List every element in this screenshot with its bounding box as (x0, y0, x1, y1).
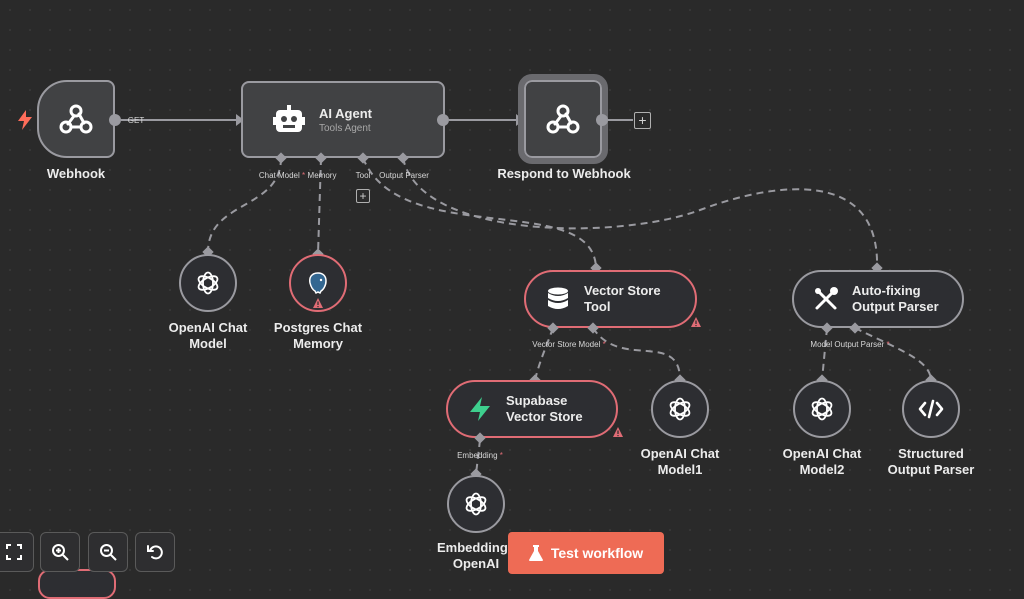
partial-node-offscreen[interactable] (38, 569, 116, 599)
warning-icon (691, 317, 701, 327)
respond-output-handle[interactable] (596, 114, 608, 126)
openai-icon (811, 397, 833, 421)
autofix-line1: Auto-fixing (852, 283, 921, 298)
supabase-line2: Vector Store (506, 409, 583, 424)
webhook-output-handle[interactable] (109, 114, 121, 126)
vector-store-tool-line1: Vector Store (584, 283, 661, 298)
ai-agent-node[interactable]: AI Agent Tools Agent (241, 81, 445, 158)
openai-chat-model-node[interactable] (179, 254, 237, 312)
ai-agent-title: AI Agent (319, 105, 372, 121)
respond-to-webhook-label: Respond to Webhook (497, 166, 631, 181)
embedding-connection-label: Embedding * (457, 451, 503, 460)
respond-to-webhook-node[interactable] (518, 74, 608, 164)
test-workflow-button[interactable]: Test workflow (508, 532, 664, 574)
structured-output-parser-node[interactable] (902, 380, 960, 438)
webhook-node[interactable] (37, 80, 115, 158)
webhook-icon (546, 104, 580, 134)
model-output-parser-connection-label: Model Output Parser * (810, 340, 890, 349)
zoom-out-icon (100, 544, 117, 561)
zoom-in-button[interactable] (40, 532, 80, 572)
supabase-icon (470, 397, 490, 421)
zoom-out-button[interactable] (88, 532, 128, 572)
openai-icon (197, 271, 219, 295)
undo-icon (147, 545, 163, 560)
ai-agent-subtitle: Tools Agent (319, 122, 371, 134)
autofix-line2: Output Parser (852, 299, 939, 314)
add-node-button[interactable]: + (634, 112, 651, 129)
webhook-icon (59, 104, 93, 134)
add-tool-button[interactable]: + (356, 189, 370, 203)
warning-icon (313, 298, 323, 308)
ai-agent-output-handle[interactable] (437, 114, 449, 126)
webhook-label: Webhook (46, 166, 106, 181)
chat-model-connection-label: Chat Model * (258, 171, 306, 180)
openai-icon (465, 492, 487, 516)
output-parser-connection-label: Output Parser (379, 171, 429, 180)
postgres-elephant-icon (309, 272, 327, 295)
test-workflow-label: Test workflow (550, 545, 644, 561)
zoom-in-icon (52, 544, 69, 561)
get-connection-label: GET (127, 116, 145, 125)
vector-store-model-connection-label: Vector Store Model * (532, 340, 606, 349)
embeddings-openai-node[interactable] (447, 475, 505, 533)
tool-connection-label: Tool (355, 171, 371, 180)
tools-icon (815, 287, 838, 310)
supabase-line1: Supabase (506, 393, 568, 408)
code-icon (918, 399, 944, 419)
connections-layer (121, 114, 932, 475)
fit-view-button[interactable] (0, 532, 34, 572)
openai-chat-model2-node[interactable] (793, 380, 851, 438)
fit-view-icon (6, 544, 22, 560)
database-icon (548, 287, 568, 309)
vector-store-tool-line2: Tool (584, 299, 611, 314)
openai-icon (669, 397, 691, 421)
trigger-bolt-icon (18, 110, 32, 130)
memory-connection-label: Memory (307, 171, 337, 180)
openai-chat-model1-node[interactable] (651, 380, 709, 438)
robot-icon (273, 104, 305, 132)
flask-icon (528, 545, 543, 561)
reset-zoom-button[interactable] (135, 532, 175, 572)
warning-icon (613, 427, 623, 437)
